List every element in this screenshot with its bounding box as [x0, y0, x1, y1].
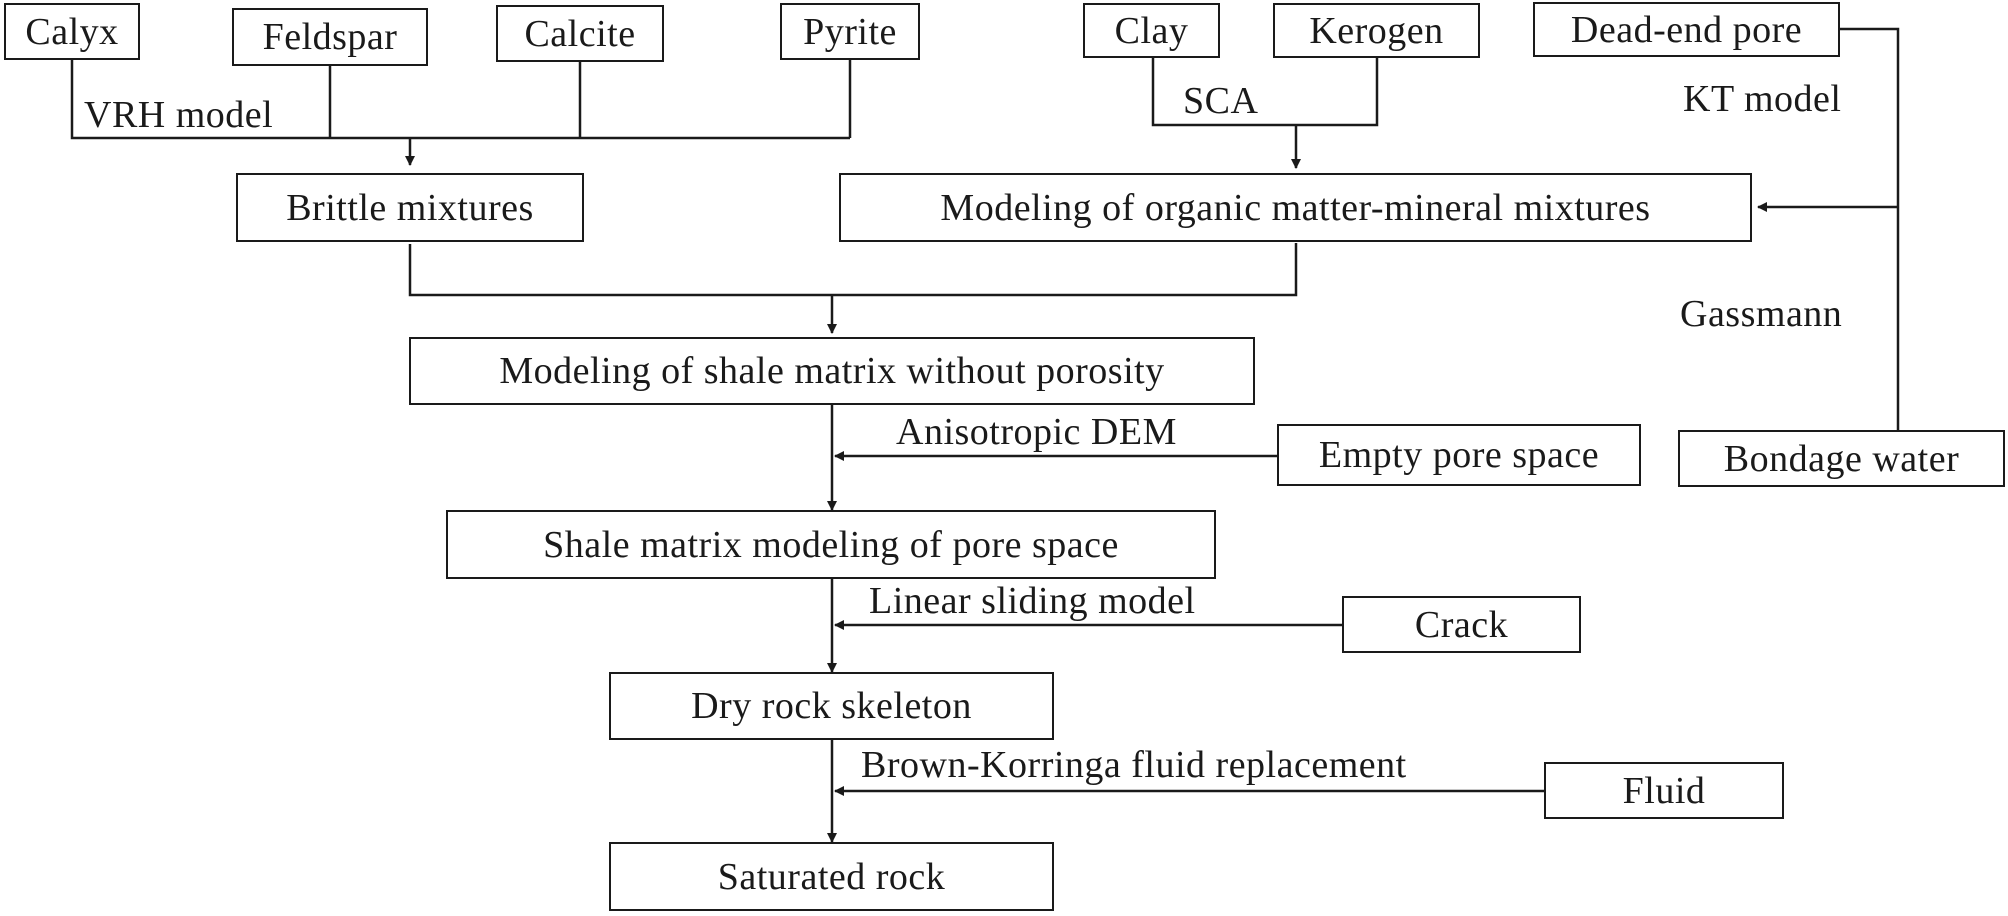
kt-model-label: KT model — [1683, 78, 1842, 120]
sca-merge-line — [1151, 58, 1379, 127]
empty-pore-space-box: Empty pore space — [1277, 424, 1641, 486]
gassmann-label: Gassmann — [1680, 293, 1843, 335]
brittle-mixtures-box: Brittle mixtures — [236, 173, 584, 242]
organic-mixtures-box: Modeling of organic matter-mineral mixtu… — [839, 173, 1752, 242]
dead-end-pore-box: Dead-end pore — [1533, 2, 1840, 57]
calcite-box: Calcite — [496, 5, 664, 62]
brown-korringa-label: Brown-Korringa fluid replacement — [861, 744, 1407, 786]
calyx-box: Calyx — [4, 3, 140, 60]
anisotropic-dem-label: Anisotropic DEM — [896, 411, 1177, 453]
kt-line — [1838, 27, 1900, 207]
vrh-model-label: VRH model — [84, 94, 274, 136]
saturated-rock-box: Saturated rock — [609, 842, 1054, 911]
linear-sliding-model-label: Linear sliding model — [869, 580, 1196, 622]
sca-label: SCA — [1183, 80, 1259, 122]
brittle-down — [408, 243, 1298, 297]
bondage-water-box: Bondage water — [1678, 430, 2005, 487]
pyrite-box: Pyrite — [780, 3, 920, 60]
shale-matrix-pore-space-box: Shale matrix modeling of pore space — [446, 510, 1216, 579]
shale-matrix-without-porosity-box: Modeling of shale matrix without porosit… — [409, 337, 1255, 405]
fluid-box: Fluid — [1544, 762, 1784, 819]
kerogen-box: Kerogen — [1273, 3, 1480, 58]
dry-rock-skeleton-box: Dry rock skeleton — [609, 672, 1054, 740]
clay-box: Clay — [1083, 3, 1220, 58]
feldspar-box: Feldspar — [232, 8, 428, 66]
crack-box: Crack — [1342, 596, 1581, 653]
vrh-merge-line — [70, 46, 850, 140]
